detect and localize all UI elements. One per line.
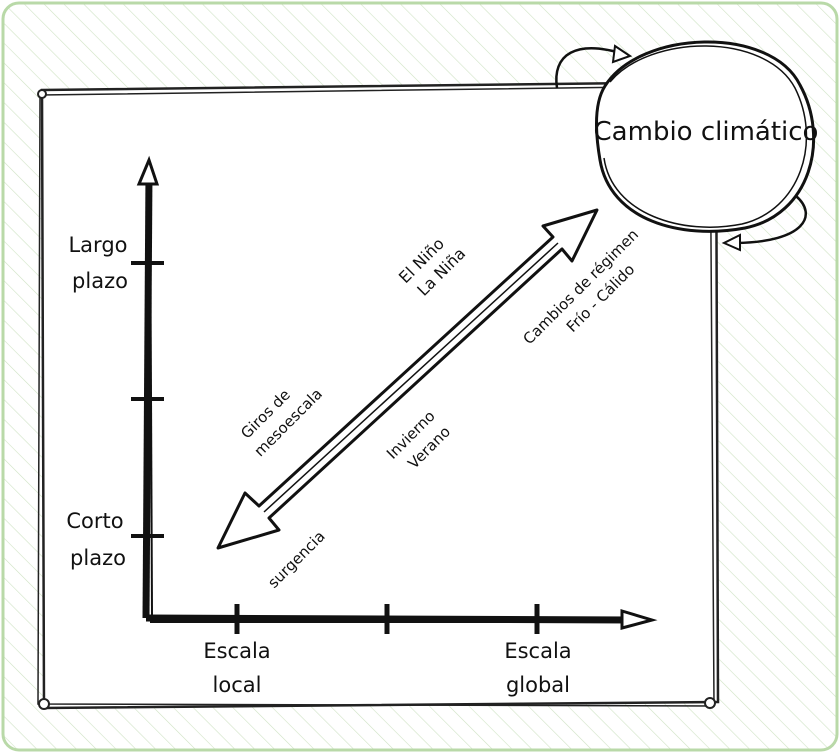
- loop-arrowhead-top: [611, 44, 633, 64]
- corner-dot: [37, 89, 47, 99]
- x-right-label-2: global: [506, 673, 570, 697]
- y-bottom-label-2: plazo: [70, 546, 126, 570]
- y-top-label-2: plazo: [72, 269, 128, 293]
- climate-change-node: Cambio climático: [594, 40, 819, 233]
- loop-arrowhead-bottom: [721, 233, 741, 252]
- corner-dot: [704, 697, 716, 709]
- x-right-label-1: Escala: [504, 639, 571, 663]
- corner-dot: [38, 698, 50, 710]
- y-top-label-1: Largo: [68, 233, 127, 257]
- y-bottom-label-1: Corto: [66, 509, 123, 533]
- y-axis: [131, 155, 164, 619]
- node-label: Cambio climático: [594, 117, 819, 147]
- x-axis: [145, 604, 658, 634]
- loop-arrow-bottom: [735, 195, 807, 245]
- loop-arrow-top: [555, 47, 628, 89]
- scale-arrow: [216, 208, 599, 550]
- x-left-label-1: Escala: [203, 639, 270, 663]
- x-left-label-2: local: [213, 673, 262, 697]
